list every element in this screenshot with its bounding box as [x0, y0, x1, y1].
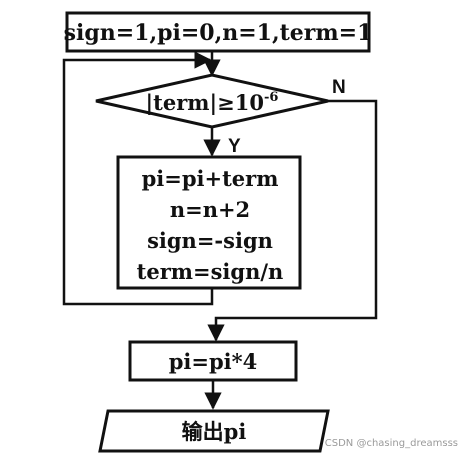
loop-line-2: n=n+2 — [170, 197, 250, 222]
loop-line-1: pi=pi+term — [142, 166, 279, 191]
loop-line-3: sign=-sign — [147, 228, 273, 253]
init-text: sign=1,pi=0,n=1,term=1 — [64, 20, 373, 46]
output-text: 输出pi — [182, 419, 247, 444]
init-box — [65, 11, 371, 53]
no-label: N — [332, 77, 346, 98]
decision-text: |term|≥10-6 — [146, 90, 279, 115]
edge-loop-back — [62, 51, 214, 306]
edge-decision-no — [207, 99, 378, 342]
loop-body-box — [116, 155, 302, 290]
yes-label: Y — [228, 136, 241, 157]
multiply-text: pi=pi*4 — [169, 349, 258, 374]
decision-lhs: |term|≥10 — [146, 90, 264, 115]
watermark: CSDN @chasing_dreamsss — [325, 438, 458, 449]
loop-line-4: term=sign/n — [137, 259, 284, 284]
output-parallelogram — [98, 409, 330, 453]
decision-exponent: -6 — [264, 90, 278, 105]
